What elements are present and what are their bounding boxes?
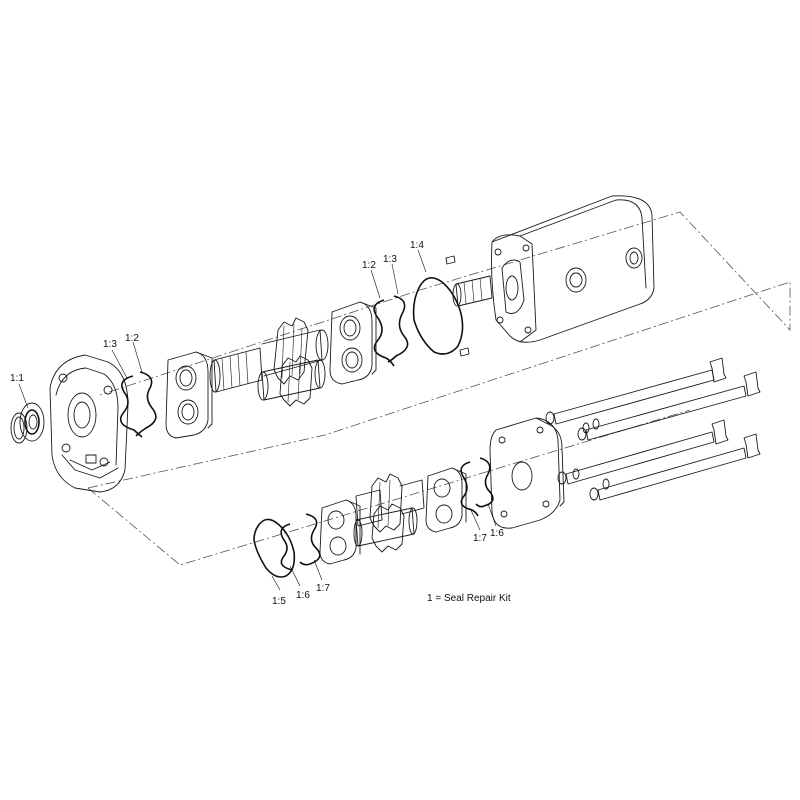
part-bushing-block-lower-right xyxy=(425,467,467,533)
part-bushing-block-lower-left xyxy=(319,499,361,565)
callout-1-2-left: 1:2 xyxy=(125,333,139,344)
part-seal-upper-2 xyxy=(387,295,409,363)
part-bolts-upper xyxy=(545,357,761,441)
part-shaft-seal xyxy=(19,402,45,442)
callout-1-6-lower: 1:6 xyxy=(296,590,310,601)
part-gear-set-lower xyxy=(353,473,425,553)
part-rear-gasket xyxy=(253,518,296,578)
part-seal-left-2 xyxy=(135,371,157,437)
part-splined-coupling xyxy=(452,275,493,307)
part-drive-gear xyxy=(273,317,309,385)
callout-1-3-left: 1:3 xyxy=(103,339,117,350)
callout-1-4: 1:4 xyxy=(410,240,424,251)
callout-1-2-upper: 1:2 xyxy=(362,260,376,271)
part-dowel-pins xyxy=(445,255,470,357)
legend-seal-repair-kit: 1 = Seal Repair Kit xyxy=(427,593,511,604)
part-seal-upper-1 xyxy=(373,299,395,367)
part-bushing-block-left xyxy=(165,351,213,439)
part-housing-gasket xyxy=(412,277,464,355)
assembly-plane xyxy=(87,211,791,566)
part-seal-lower-left-1 xyxy=(280,523,293,571)
callout-1-7-right: 1:7 xyxy=(473,533,487,544)
part-seal-lower-right-1 xyxy=(460,461,479,517)
part-rear-cover xyxy=(489,417,565,529)
callout-leaders xyxy=(18,249,497,591)
part-front-cover xyxy=(49,354,129,493)
part-bushing-block-right xyxy=(329,301,377,385)
part-main-housing xyxy=(491,195,655,343)
part-seal-lower-left-2 xyxy=(299,513,321,566)
part-idler-shaft xyxy=(257,359,326,401)
part-idler-gear xyxy=(279,355,313,407)
part-seal-left-1 xyxy=(119,375,143,438)
callout-1-5: 1:5 xyxy=(272,596,286,607)
callout-1-1: 1:1 xyxy=(10,373,24,384)
part-seal-lower-right-2 xyxy=(475,457,494,508)
callout-labels: 1:1 1:3 1:2 1:2 1:3 1:4 1:5 1:6 1:7 1:7 … xyxy=(10,240,504,607)
part-drive-shaft xyxy=(209,329,329,393)
callout-1-3-upper: 1:3 xyxy=(383,254,397,265)
part-bolts-lower xyxy=(557,419,761,501)
part-retaining-ring xyxy=(10,412,28,444)
callout-1-7-lower: 1:7 xyxy=(316,583,330,594)
callout-1-6-right: 1:6 xyxy=(490,528,504,539)
